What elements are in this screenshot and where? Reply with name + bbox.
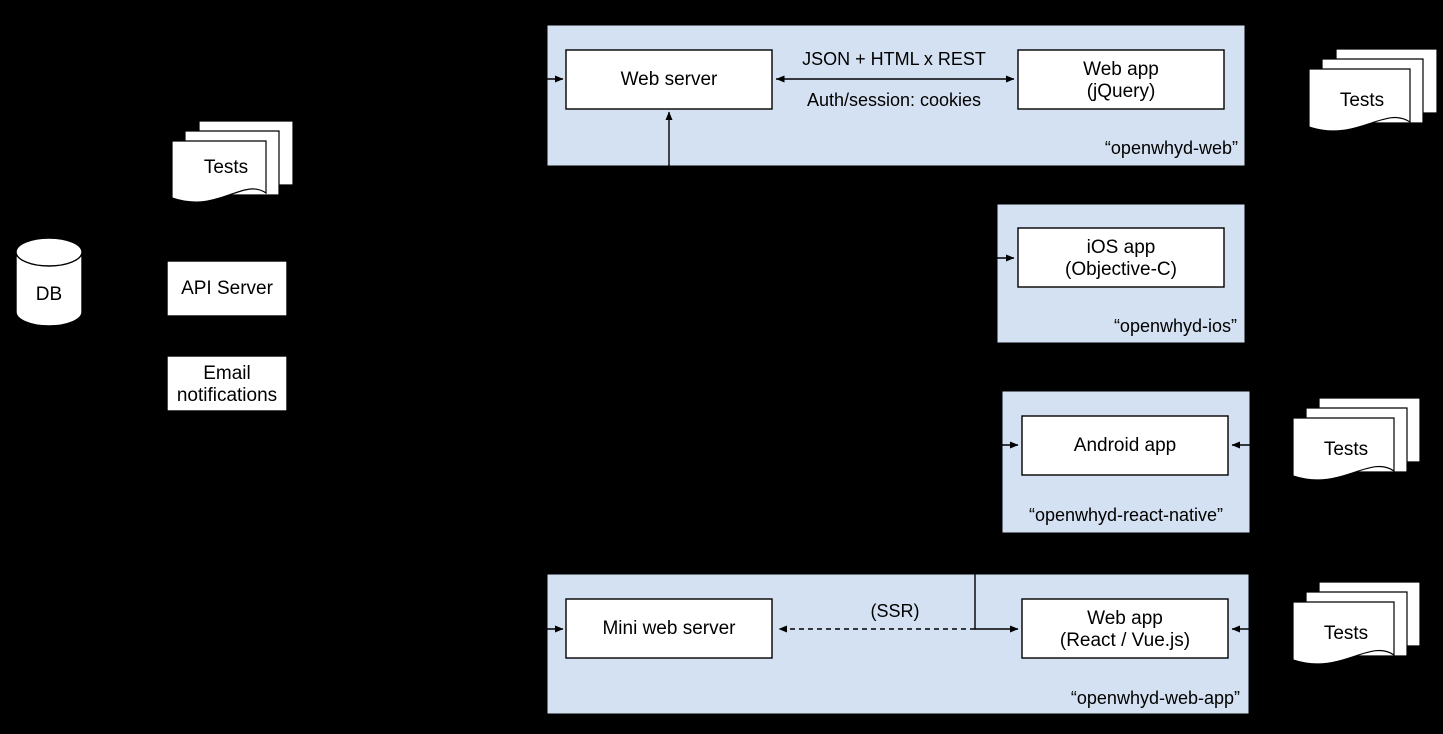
web-app-react-label-line1: Web app — [1087, 608, 1163, 629]
email-notifications-label-line1: Email — [203, 363, 251, 384]
node-mini-web-server[interactable]: Mini web server — [565, 598, 773, 659]
group-openwhyd-react-native-label: “openwhyd-react-native” — [1029, 505, 1223, 525]
web-app-react-label-line2: (React / Vue.js) — [1060, 630, 1190, 651]
tests-web-app-sheet-front — [1292, 601, 1395, 665]
node-email-notifications[interactable]: Email notifications — [166, 355, 288, 412]
mini-web-server-box — [565, 598, 773, 659]
node-db[interactable]: DB — [15, 237, 83, 327]
web-app-jquery-label-line2: (jQuery) — [1087, 81, 1156, 102]
email-notifications-box — [166, 355, 288, 412]
db-label: DB — [36, 284, 62, 305]
web-app-jquery-label-line1: Web app — [1083, 59, 1159, 80]
edge-label-json-rest: JSON + HTML x REST — [802, 49, 986, 69]
tests-left-label: Tests — [204, 157, 248, 178]
api-server-label: API Server — [181, 278, 274, 299]
group-openwhyd-web-label: “openwhyd-web” — [1105, 138, 1238, 158]
android-app-label: Android app — [1074, 435, 1176, 456]
tests-android-sheet-front — [1292, 417, 1395, 481]
android-app-box — [1021, 415, 1229, 476]
web-server-box — [565, 49, 773, 110]
group-openwhyd-web-app-label: “openwhyd-web-app” — [1071, 688, 1240, 708]
tests-web-app-label: Tests — [1324, 623, 1368, 644]
node-web-app-jquery[interactable]: Web app (jQuery) — [1017, 49, 1225, 110]
mini-web-server-label: Mini web server — [602, 618, 736, 639]
node-web-app-react[interactable]: Web app (React / Vue.js) — [1021, 598, 1229, 659]
api-server-box — [166, 260, 288, 317]
edge-into-web-app-react-top — [974, 574, 1019, 633]
ios-app-label-line1: iOS app — [1087, 237, 1156, 258]
ios-app-label-line2: (Objective-C) — [1065, 259, 1177, 280]
web-app-jquery-box — [1017, 49, 1225, 110]
tests-android-label: Tests — [1324, 439, 1368, 460]
node-android-app[interactable]: Android app — [1021, 415, 1229, 476]
node-web-server[interactable]: Web server — [565, 49, 773, 110]
db-cylinder-body — [15, 251, 83, 327]
web-server-label: Web server — [621, 69, 718, 90]
web-app-react-box — [1021, 598, 1229, 659]
tests-web-sheet-front — [1308, 68, 1411, 132]
edge-label-auth-cookies: Auth/session: cookies — [807, 90, 981, 110]
node-tests-web[interactable]: Tests — [1308, 48, 1438, 132]
node-tests-web-app[interactable]: Tests — [1292, 581, 1421, 665]
edge-label-ssr: (SSR) — [871, 601, 920, 621]
group-openwhyd-ios-label: “openwhyd-ios” — [1114, 316, 1237, 336]
node-tests-left[interactable]: Tests — [171, 120, 294, 203]
email-notifications-label-line2: notifications — [177, 385, 277, 406]
node-api-server[interactable]: API Server — [166, 260, 288, 317]
tests-left-sheet-front — [171, 140, 267, 203]
tests-web-label: Tests — [1340, 90, 1384, 111]
ios-app-box — [1017, 227, 1225, 288]
node-ios-app[interactable]: iOS app (Objective-C) — [1017, 227, 1225, 288]
node-tests-android[interactable]: Tests — [1292, 397, 1421, 481]
db-cylinder-top — [15, 237, 83, 267]
